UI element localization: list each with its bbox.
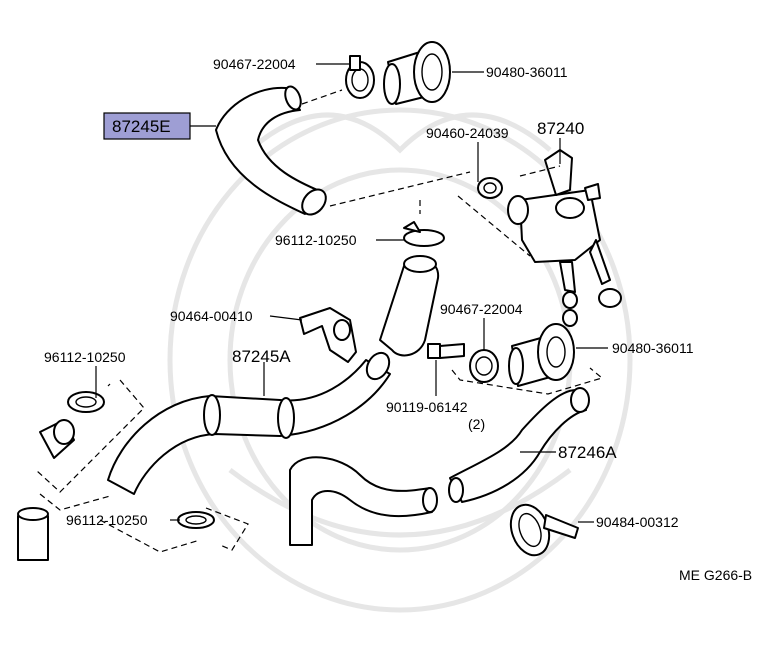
clamp-90484[interactable] <box>504 499 579 560</box>
label-90467-22004-mid[interactable]: 90467-22004 <box>440 301 523 317</box>
hose-lower-u[interactable] <box>289 456 438 546</box>
label-90460-24039[interactable]: 90460-24039 <box>426 125 509 141</box>
bracket-90464[interactable] <box>299 307 357 363</box>
clip-96112-bottom[interactable] <box>177 511 215 529</box>
diagram-code: ME G266-B <box>679 567 752 583</box>
hose-87246A[interactable] <box>448 387 590 503</box>
label-90467-22004-top[interactable]: 90467-22004 <box>213 56 296 72</box>
label-90480-36011-mid[interactable]: 90480-36011 <box>612 340 694 356</box>
clamp-90467-top[interactable] <box>345 55 375 99</box>
label-87245A[interactable]: 87245A <box>232 347 291 366</box>
clip-96112-mid[interactable] <box>403 221 445 247</box>
hose-87245E[interactable] <box>215 84 331 219</box>
label-96112-10250-bottom[interactable]: 96112-10250 <box>66 512 148 528</box>
assembly-lines <box>35 89 604 553</box>
hose-87245A[interactable] <box>107 349 394 495</box>
clamp-90460[interactable] <box>477 177 503 199</box>
bolt-90119[interactable] <box>427 343 465 359</box>
grommet-90480-top[interactable] <box>383 41 451 105</box>
label-90119-06142[interactable]: 90119-06142 <box>386 399 468 415</box>
clip-96112-left[interactable] <box>67 391 105 413</box>
leader-lines <box>95 63 608 523</box>
label-96112-10250-left[interactable]: 96112-10250 <box>44 349 126 365</box>
pipe-stub-left[interactable] <box>39 419 75 459</box>
heater-valve-87240[interactable] <box>507 149 622 327</box>
label-87240[interactable]: 87240 <box>537 119 584 138</box>
grommet-90480-mid[interactable] <box>508 323 575 387</box>
label-90119-quantity: (2) <box>468 416 485 432</box>
label-96112-10250-mid[interactable]: 96112-10250 <box>275 232 357 248</box>
highlight-box-87245E <box>103 112 191 140</box>
label-90464-00410[interactable]: 90464-00410 <box>170 308 253 324</box>
label-87245E[interactable]: 87245E <box>112 117 171 136</box>
label-90484-00312[interactable]: 90484-00312 <box>596 514 679 530</box>
pipe-bottom-left[interactable] <box>17 507 49 561</box>
clamp-90467-mid[interactable] <box>469 349 499 383</box>
label-87246A[interactable]: 87246A <box>558 443 617 462</box>
pipe-mid[interactable] <box>379 255 440 357</box>
label-90480-36011-top[interactable]: 90480-36011 <box>486 64 568 80</box>
